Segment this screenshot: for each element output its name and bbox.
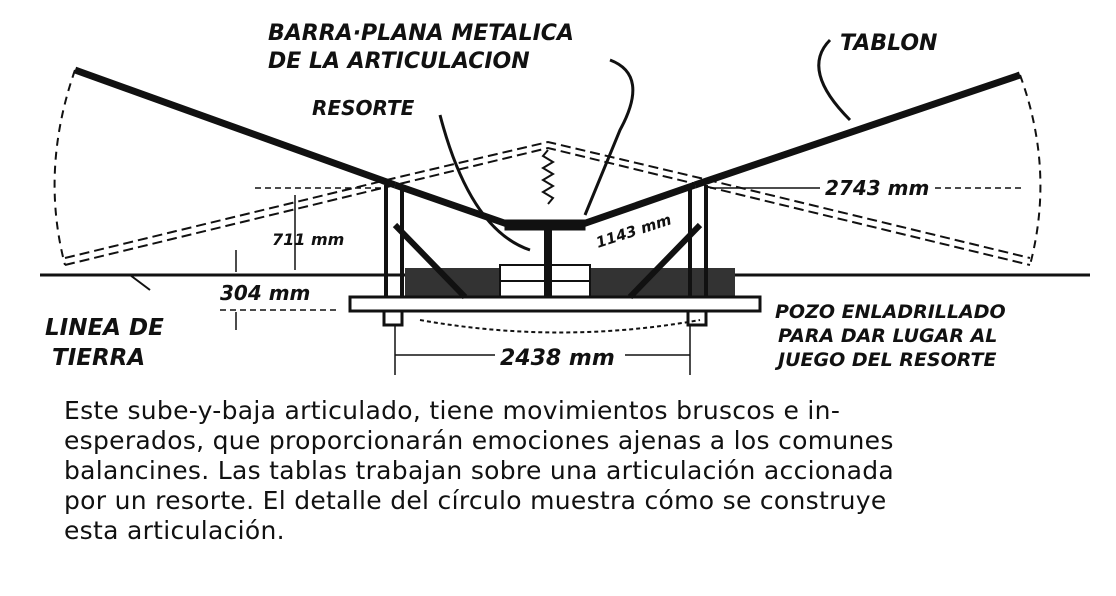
- label-ground-line2: TIERRA: [52, 345, 145, 371]
- dim-2438: 2438 mm: [500, 346, 615, 371]
- dim-304: 304 mm: [220, 281, 310, 305]
- seesaw-diagram: BARRA·PLANA METALICA DE LA ARTICULACION …: [40, 21, 1090, 375]
- label-plank: TABLON: [840, 31, 937, 56]
- dim-2743: 2743 mm: [825, 176, 929, 200]
- plank-left: [73, 66, 397, 189]
- spring: [541, 149, 555, 205]
- label-pit-line1: POZO ENLADRILLADO: [775, 301, 1006, 323]
- label-pit-line2: PARA DAR LUGAR AL: [778, 325, 997, 347]
- metal-bar: [504, 219, 586, 231]
- label-ground-line1: LINEA DE: [45, 315, 164, 341]
- caption-line: por un resorte. El detalle del círculo m…: [64, 486, 887, 515]
- caption-line: Este sube-y-baja articulado, tiene movim…: [64, 396, 841, 425]
- caption-line: balancines. Las tablas trabajan sobre un…: [64, 456, 895, 485]
- dim-711: 711 mm: [272, 230, 344, 249]
- label-bar-line2: DE LA ARTICULACION: [268, 49, 530, 74]
- caption-line: esperados, que proporcionarán emociones …: [64, 426, 894, 455]
- caption: Este sube-y-baja articulado, tiene movim…: [64, 396, 1064, 546]
- caption-line: esta articulación.: [64, 516, 285, 545]
- label-bar-line1: BARRA·PLANA METALICA: [268, 21, 574, 46]
- plank-right: [693, 71, 1022, 189]
- label-spring: RESORTE: [312, 96, 415, 120]
- base-beam: [348, 295, 762, 313]
- label-pit-line3: JUEGO DEL RESORTE: [774, 349, 996, 371]
